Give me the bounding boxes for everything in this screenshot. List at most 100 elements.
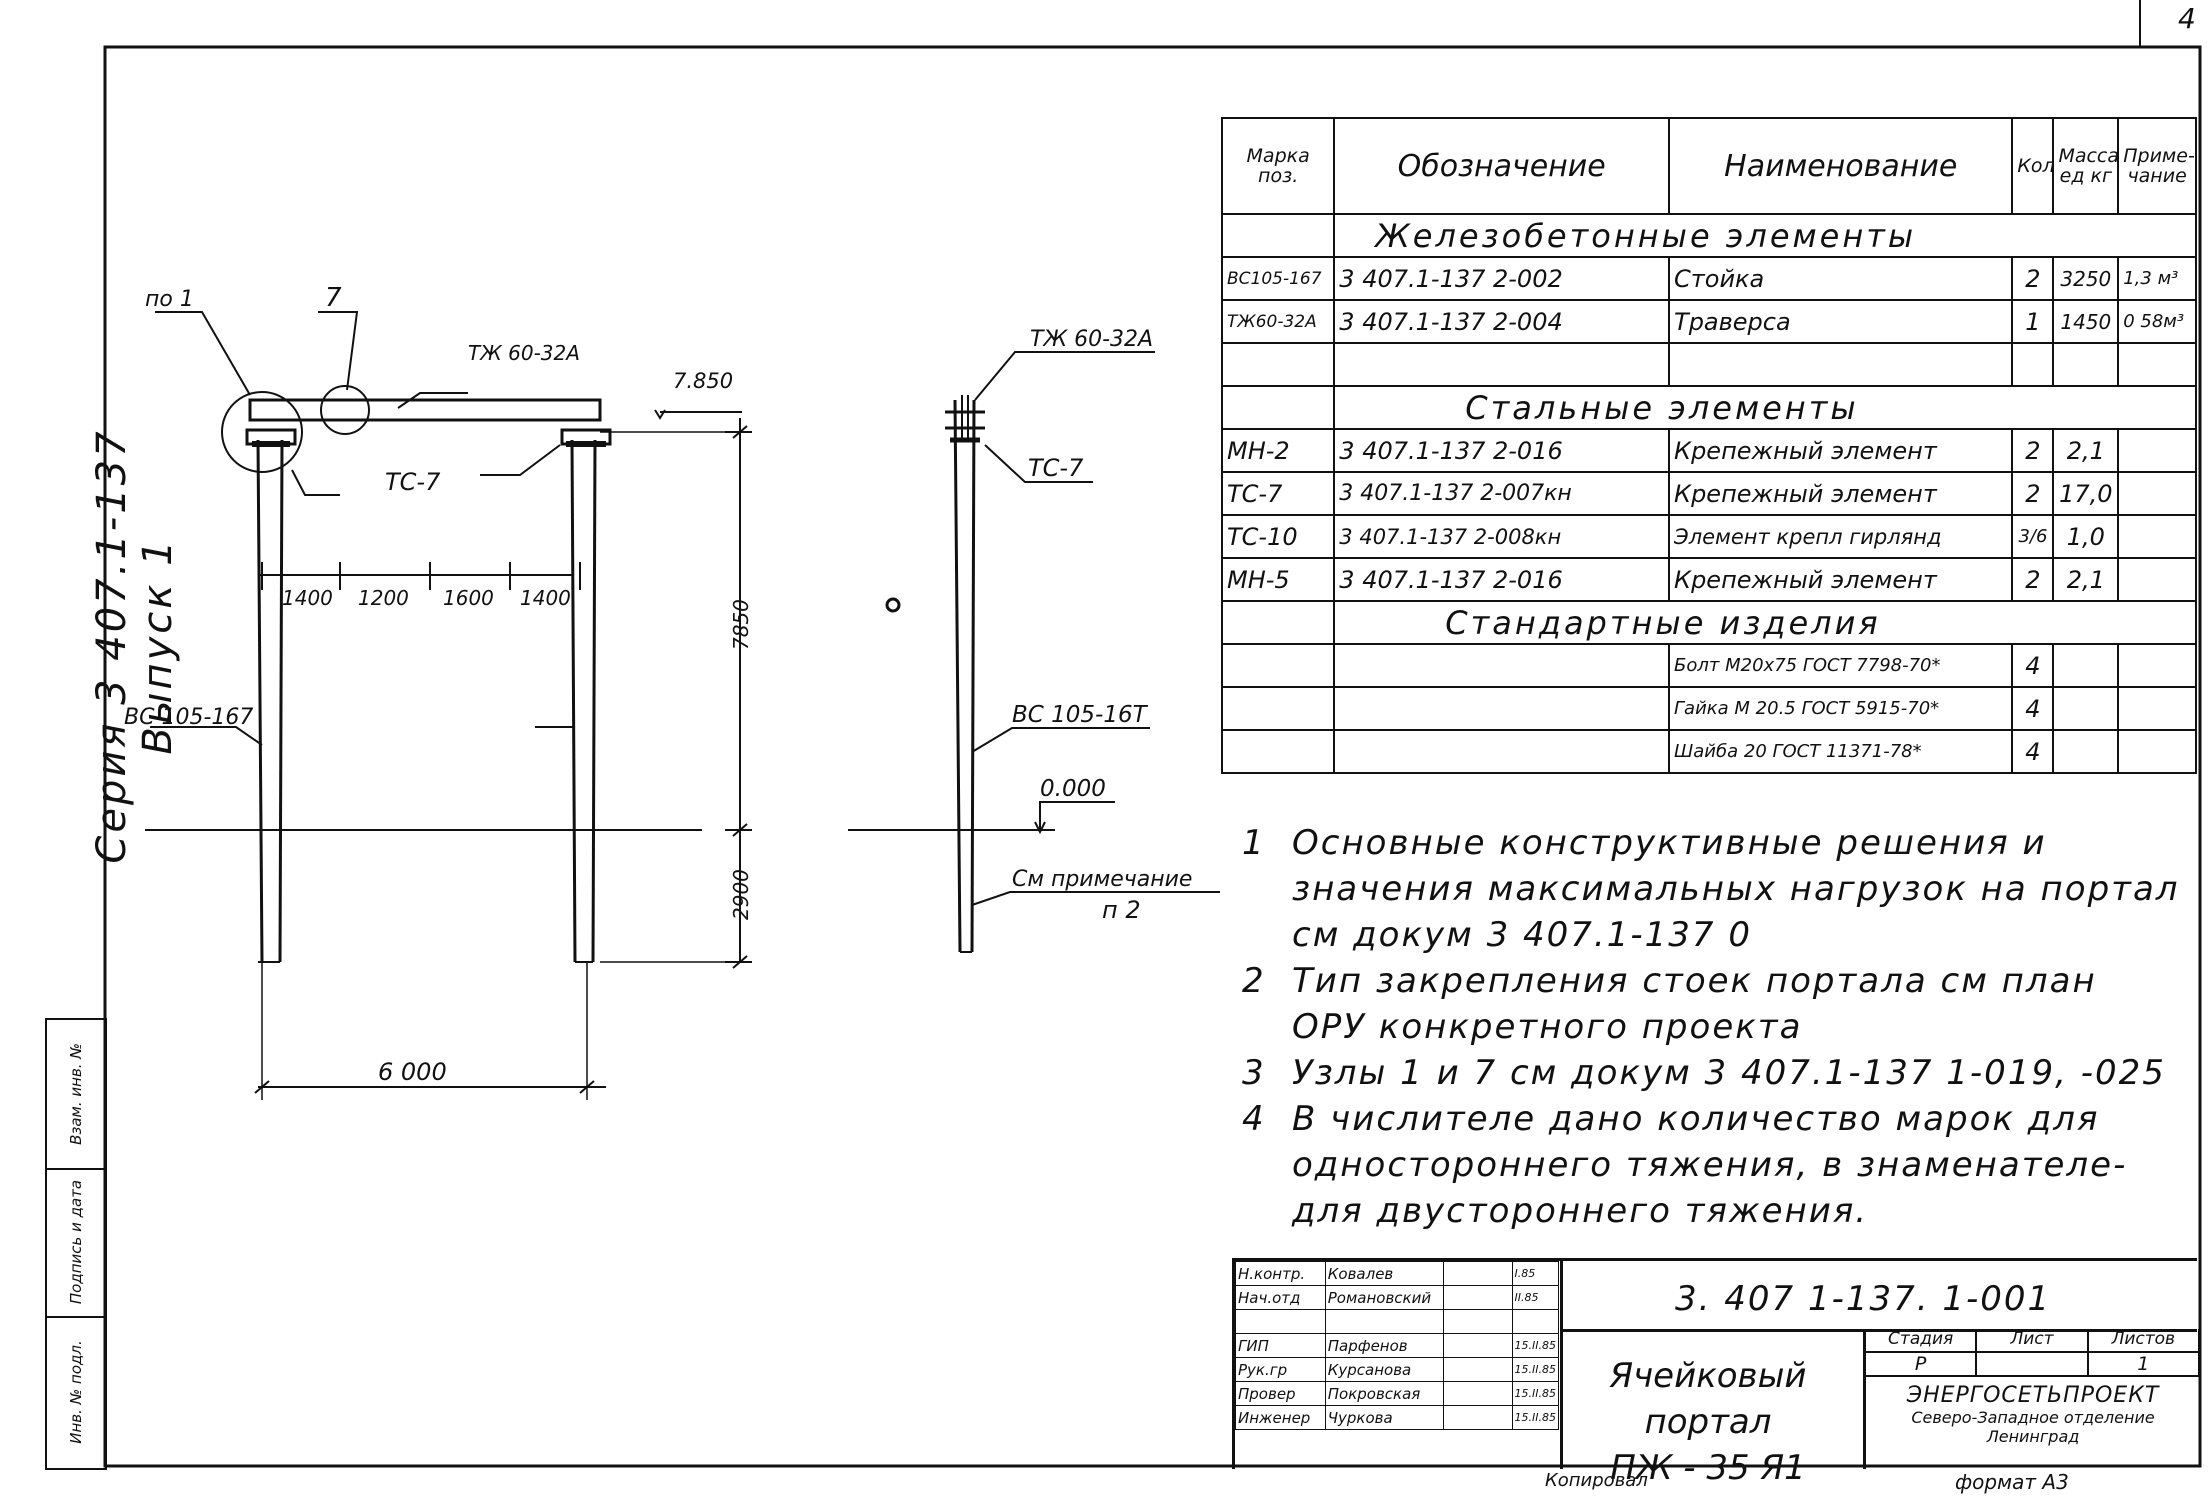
cell-note xyxy=(2117,428,2197,473)
elev-top-arrow xyxy=(654,409,666,420)
side-label-beam: ТЖ 60-32А xyxy=(1030,327,1153,352)
cell-designation: 3 407.1-137 2-008кн xyxy=(1333,514,1671,559)
section-steel: Стальные элементы xyxy=(1333,385,2197,430)
series-label: Серия 3 407.1-137 Выпуск 1 xyxy=(89,428,181,864)
leader-column-left xyxy=(150,726,263,746)
leader-side-beam xyxy=(974,351,1155,401)
note-text: Основные конструктивные решения и значен… xyxy=(1292,823,2180,955)
note-text: В числителе дано количество марок для од… xyxy=(1292,1099,2128,1231)
cell-qty: 2 xyxy=(2011,256,2055,301)
cell-name: Крепежный элемент xyxy=(1668,471,2014,516)
note-text: Узлы 1 и 7 см докум 3 407.1-137 1-019, -… xyxy=(1292,1053,2166,1093)
label-column: ВС 105-167 xyxy=(124,705,253,730)
side-view xyxy=(848,351,1220,953)
left-column-inner xyxy=(278,439,284,963)
cell-name: Стойка xyxy=(1668,256,2014,301)
cell-mass: 3250 xyxy=(2052,256,2120,301)
cell-mass: 2,1 xyxy=(2052,428,2120,473)
sheet-value xyxy=(1977,1353,2089,1375)
cell-name: Болт М20х75 ГОСТ 7798-70* xyxy=(1668,643,2014,688)
front-view-labels: по 1 7 ТЖ 60-32А 7.850 ТС-7 ВС 105-167 1… xyxy=(124,283,753,1086)
leader-node-7 xyxy=(318,311,359,391)
table-row: ТС-7 3 407.1-137 2-007кн Крепежный элеме… xyxy=(1220,471,2197,516)
title-line-2: ПЖ - 35 Я1 xyxy=(1610,1448,1806,1488)
front-view xyxy=(145,311,752,1100)
sheet-header: Лист xyxy=(1977,1329,2089,1351)
table-row: ТЖ60-32А 3 407.1-137 2-004 Траверса 1 14… xyxy=(1220,299,2197,344)
node-1-circle xyxy=(221,391,303,473)
side-label-ground: 0.000 xyxy=(1040,776,1106,802)
cell-name: Шайба 20 ГОСТ 11371-78* xyxy=(1668,729,2014,774)
header-mass: Масса ед кг xyxy=(2052,117,2120,215)
dim-seg1: 1400 xyxy=(282,586,333,610)
cell-note: 0 58м³ xyxy=(2117,299,2197,344)
left-column-outer xyxy=(256,439,264,963)
cell-qty: 2 xyxy=(2011,557,2055,602)
cell-note: 1,3 м³ xyxy=(2117,256,2197,301)
cell-mass: 1,0 xyxy=(2052,514,2120,559)
cell-designation: 3 407.1-137 2-016 xyxy=(1333,428,1671,473)
cell-name: Траверса xyxy=(1668,299,2014,344)
table-row: Гайка М 20.5 ГОСТ 5915-70* 4 xyxy=(1220,686,2197,731)
cell-qty: 3/6 xyxy=(2011,514,2055,559)
dim-height-upper: 7850 xyxy=(729,599,753,650)
stage-header: Стадия xyxy=(1866,1329,1978,1351)
table-row: МН-5 3 407.1-137 2-016 Крепежный элемент… xyxy=(1220,557,2197,602)
cell-mark: МН-2 xyxy=(1220,428,1336,473)
label-node-7: 7 xyxy=(325,283,342,313)
section-row-std: Стандартные изделия xyxy=(1220,600,2197,645)
organization-city: Ленинград xyxy=(1986,1427,2080,1446)
dim-seg2: 1200 xyxy=(358,586,409,610)
table-row: ТС-10 3 407.1-137 2-008кн Элемент крепл … xyxy=(1220,514,2197,559)
header-qty: Кол xyxy=(2011,117,2055,215)
section-row-steel: Стальные элементы xyxy=(1220,385,2197,430)
cell-mark: ТС-7 xyxy=(1220,471,1336,516)
side-label-column: ВС 105-16Т xyxy=(1012,702,1149,728)
cell-designation: 3 407.1-137 2-002 xyxy=(1333,256,1671,301)
drawing-title: Ячейковый портал ПЖ - 35 Я1 xyxy=(1563,1353,1853,1491)
cell-mass: 2,1 xyxy=(2052,557,2120,602)
sheets-header: Листов xyxy=(2089,1329,2200,1351)
dim-seg4: 1400 xyxy=(520,586,571,610)
side-stamp-replaced: Взам. инв. № xyxy=(67,1043,85,1145)
cell-note xyxy=(2117,514,2197,559)
dim-seg3: 1600 xyxy=(443,586,494,610)
section-row-rc: Железобетонные элементы xyxy=(1220,213,2197,258)
sheets-value: 1 xyxy=(2089,1353,2200,1375)
side-label-note-ref-2: п 2 xyxy=(1102,896,1141,924)
header-designation: Обозначение xyxy=(1333,117,1671,215)
cell-note xyxy=(2117,471,2197,516)
spec-header-row: Марка поз. Обозначение Наименование Кол … xyxy=(1220,117,2197,215)
leader-side-column xyxy=(971,727,1150,753)
leader-node-1 xyxy=(155,311,251,396)
leader-note-ref xyxy=(971,891,1220,906)
leader-side-bracket xyxy=(984,444,1093,483)
label-elev-top: 7.850 xyxy=(673,369,733,393)
cell-qty: 4 xyxy=(2011,643,2055,688)
cell-designation: 3 407.1-137 2-004 xyxy=(1333,299,1671,344)
sheet-frame xyxy=(103,45,2202,1468)
side-stamp-signature: Подпись и дата xyxy=(67,1179,85,1305)
cell-mass: 1450 xyxy=(2052,299,2120,344)
cell-mass: 17,0 xyxy=(2052,471,2120,516)
cell-name: Элемент крепл гирлянд xyxy=(1668,514,2014,559)
copied-label: Копировал xyxy=(1545,1470,1648,1491)
cell-note xyxy=(2117,557,2197,602)
side-column-outer xyxy=(953,399,962,953)
table-row: ВС105-167 3 407.1-137 2-002 Стойка 2 325… xyxy=(1220,256,2197,301)
header-mark: Марка поз. xyxy=(1220,117,1336,215)
format-label: формат А3 xyxy=(1955,1470,2069,1494)
organization-name: ЭНЕРГОСЕТЬПРОЕКТ xyxy=(1906,1383,2160,1408)
dim-span-label: 6 000 xyxy=(378,1058,447,1086)
leader-bracket-right xyxy=(480,444,561,476)
cell-qty: 2 xyxy=(2011,428,2055,473)
